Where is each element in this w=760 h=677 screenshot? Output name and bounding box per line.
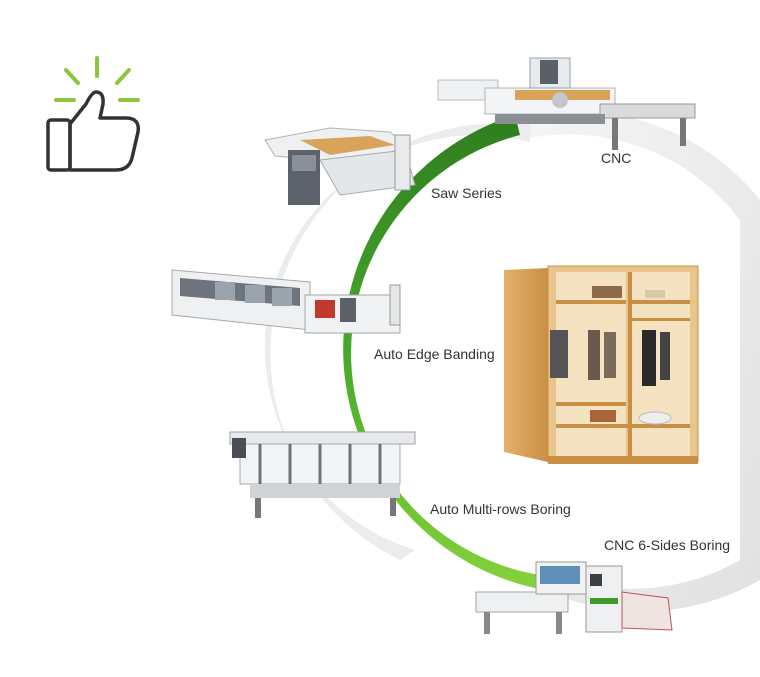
wardrobe-image	[504, 265, 699, 464]
multi-rows-boring-machine-image	[229, 431, 416, 518]
edge-banding-machine-image	[171, 269, 401, 334]
thumbs-up-icon	[46, 56, 140, 172]
label-cnc: CNC	[601, 150, 632, 166]
label-saw-series: Saw Series	[431, 185, 502, 201]
label-auto-edge-banding: Auto Edge Banding	[374, 346, 495, 362]
saw-machine-image	[264, 127, 416, 205]
cnc-machine-image	[437, 57, 696, 150]
label-cnc-6-sides-boring: CNC 6-Sides Boring	[604, 537, 731, 553]
label-auto-multi-rows-boring: Auto Multi-rows Boring	[430, 501, 571, 517]
six-sides-boring-machine-image	[475, 561, 673, 634]
